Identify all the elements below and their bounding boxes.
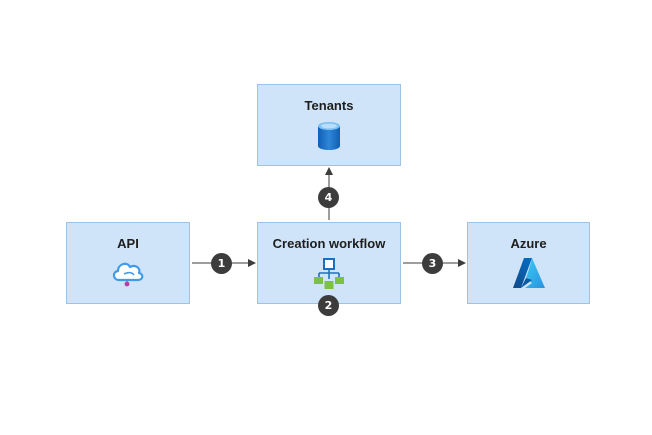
step-badge-1: 1	[211, 253, 232, 274]
workflow-icon	[313, 258, 345, 295]
api-node: API	[66, 222, 190, 304]
tenants-node: Tenants	[257, 84, 401, 166]
cloud-api-icon	[110, 258, 146, 293]
step-badge-3: 3	[422, 253, 443, 274]
database-icon	[317, 121, 341, 156]
step-badge-4: 4	[318, 187, 339, 208]
api-label: API	[117, 236, 139, 251]
azure-label: Azure	[510, 236, 547, 251]
workflow-label: Creation workflow	[272, 236, 386, 251]
workflow-node: Creation workflow	[257, 222, 401, 304]
tenants-label: Tenants	[304, 98, 354, 113]
azure-logo-icon	[512, 257, 546, 294]
azure-node: Azure	[467, 222, 590, 304]
step-badge-2: 2	[318, 295, 339, 316]
